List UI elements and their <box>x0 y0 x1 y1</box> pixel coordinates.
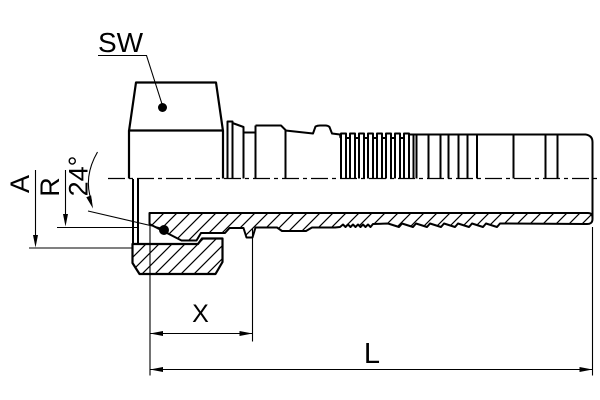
a-arrow <box>33 235 38 248</box>
nut-section-hatched <box>131 237 224 276</box>
collar-lines <box>512 134 559 179</box>
label-sw: SW <box>98 27 144 58</box>
sw-leader-dot <box>158 103 167 112</box>
label-r: R <box>35 177 65 197</box>
label-x: X <box>192 300 209 328</box>
nut-outline <box>127 81 225 179</box>
serration-ribs <box>340 132 410 179</box>
cone-extension-line <box>87 210 162 229</box>
o-ring-dot <box>159 225 169 235</box>
r-arrow <box>63 214 68 227</box>
x-arrow-left <box>150 331 163 336</box>
sw-leader-line <box>98 54 163 105</box>
x-arrow-right <box>239 331 253 336</box>
label-a: A <box>5 175 35 193</box>
groove-lines <box>412 134 478 179</box>
hose-tail-outline <box>226 120 594 219</box>
angle-arrow <box>86 195 93 209</box>
nut-left-wall-section-lines <box>132 179 139 244</box>
label-l: L <box>364 338 380 370</box>
dimension-lines <box>29 54 594 376</box>
l-arrow-right <box>579 367 593 372</box>
l-arrow-left <box>150 367 163 372</box>
arrowheads <box>33 103 593 372</box>
label-cone-angle: 24° <box>64 156 94 197</box>
